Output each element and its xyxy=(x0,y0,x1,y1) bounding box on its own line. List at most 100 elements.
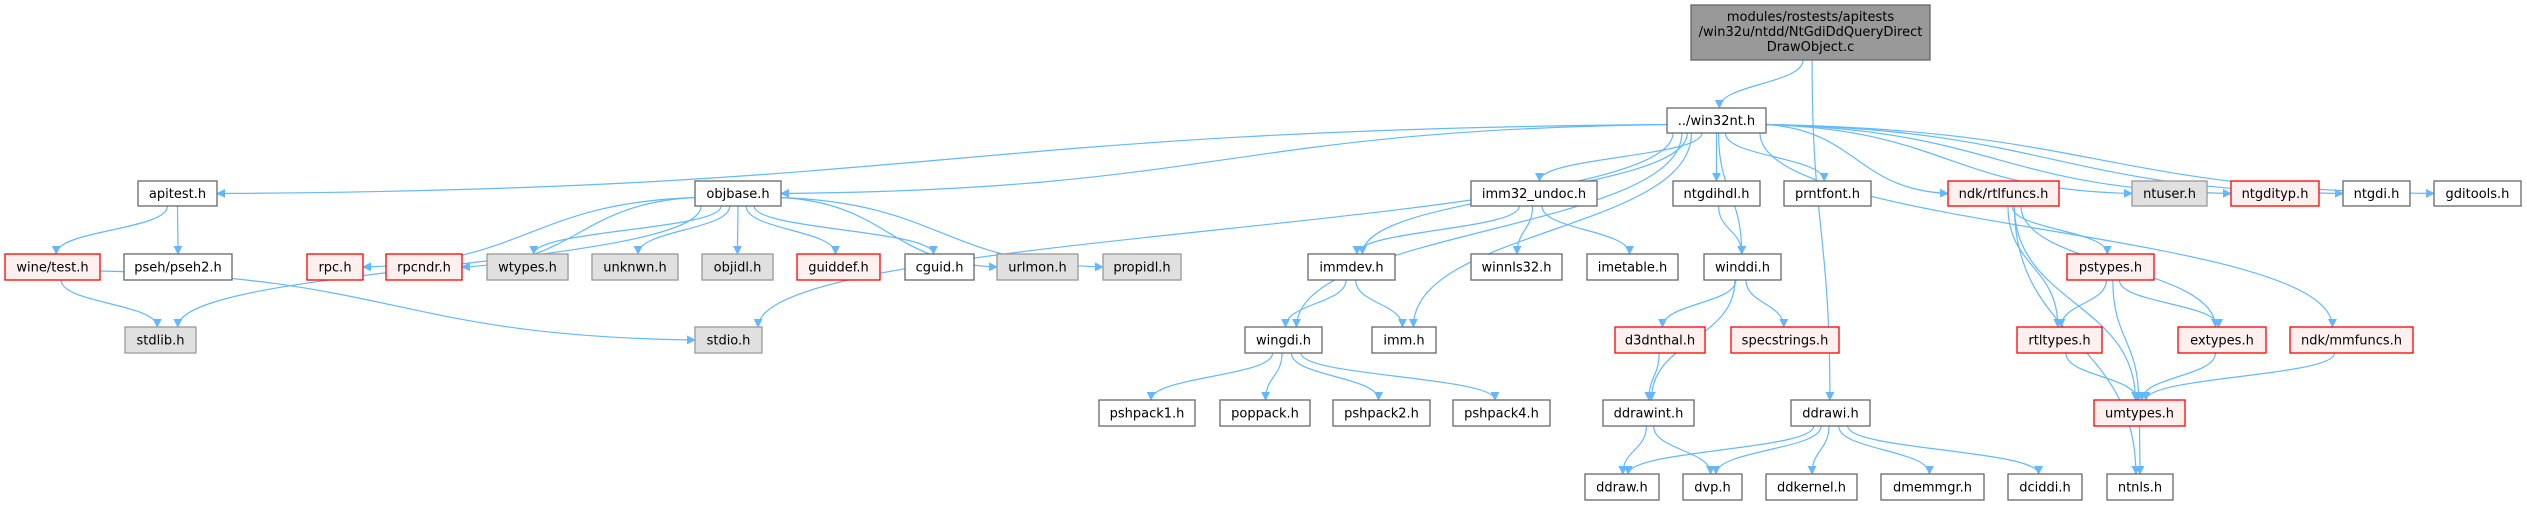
edge-win32nt-to-stdio xyxy=(753,132,1674,328)
node-box xyxy=(1666,107,1767,134)
node-label: rpcndr.h xyxy=(397,261,451,276)
node-rpcndr[interactable]: rpcndr.h xyxy=(385,253,463,281)
node-label: prntfont.h xyxy=(1795,187,1860,202)
node-unknwn[interactable]: unknwn.h xyxy=(591,253,679,281)
node-pshpack1[interactable]: pshpack1.h xyxy=(1098,399,1196,427)
node-box xyxy=(2289,326,2414,354)
node-label: objbase.h xyxy=(706,187,769,202)
node-label: pshpack1.h xyxy=(1110,407,1185,422)
node-specstrings[interactable]: specstrings.h xyxy=(1730,326,1840,354)
node-propidl[interactable]: propidl.h xyxy=(1102,253,1182,281)
edge-imm32_undoc-to-imetable xyxy=(1541,205,1635,255)
node-label: propidl.h xyxy=(1113,261,1170,276)
node-label: winnls32.h xyxy=(1481,261,1551,276)
node-immdev[interactable]: immdev.h xyxy=(1307,253,1396,281)
node-box xyxy=(1672,180,1761,207)
node-label: extypes.h xyxy=(2190,334,2254,349)
node-box xyxy=(1470,180,1598,207)
nodes: modules/rostests/apitests/win32u/ntdd/Nt… xyxy=(4,4,2522,501)
node-box xyxy=(2131,180,2208,207)
node-poppack[interactable]: poppack.h xyxy=(1219,399,1311,427)
node-root[interactable]: modules/rostests/apitests/win32u/ntdd/Nt… xyxy=(1690,4,1931,61)
node-box xyxy=(1703,253,1782,281)
node-rtltypes[interactable]: rtltypes.h xyxy=(2016,326,2103,354)
node-cguid[interactable]: cguid.h xyxy=(904,253,975,281)
node-gditools[interactable]: gditools.h xyxy=(2433,180,2522,207)
node-dvp[interactable]: dvp.h xyxy=(1682,473,1743,501)
edge-pstypes-to-rtltypes xyxy=(2056,279,2108,328)
node-box xyxy=(1947,180,2060,207)
node-ntgdityp[interactable]: ntgdityp.h xyxy=(2230,180,2320,207)
edge-ddrawi-to-ddkernel xyxy=(1807,425,1830,475)
node-imetable[interactable]: imetable.h xyxy=(1586,253,1679,281)
node-box xyxy=(2230,180,2320,207)
node-urlmon[interactable]: urlmon.h xyxy=(996,253,1079,281)
edge-imm32_undoc-to-immdev xyxy=(1352,205,1520,255)
node-ddrawi[interactable]: ddrawi.h xyxy=(1790,399,1871,427)
node-wtypes[interactable]: wtypes.h xyxy=(486,253,569,281)
edge-ddrawint-to-ddraw xyxy=(1618,425,1647,475)
node-pstypes[interactable]: pstypes.h xyxy=(2066,253,2155,281)
node-win32nt[interactable]: ../win32nt.h xyxy=(1666,107,1767,134)
node-guiddef[interactable]: guiddef.h xyxy=(796,253,881,281)
root-title-line: DrawObject.c xyxy=(1767,40,1855,55)
node-box xyxy=(1452,399,1551,427)
node-ntgdi[interactable]: ntgdi.h xyxy=(2342,180,2411,207)
node-ddrawint[interactable]: ddrawint.h xyxy=(1602,399,1695,427)
node-umtypes[interactable]: umtypes.h xyxy=(2093,399,2186,427)
node-box xyxy=(1783,180,1872,207)
node-objbase[interactable]: objbase.h xyxy=(694,180,782,207)
node-ntuser[interactable]: ntuser.h xyxy=(2131,180,2208,207)
node-box xyxy=(1682,473,1743,501)
node-box xyxy=(123,253,233,281)
edge-winetest-to-stdlib xyxy=(60,279,162,328)
node-imm32_undoc[interactable]: imm32_undoc.h xyxy=(1470,180,1598,207)
node-winddi[interactable]: winddi.h xyxy=(1703,253,1782,281)
node-objidl[interactable]: objidl.h xyxy=(701,253,774,281)
node-box xyxy=(2177,326,2267,354)
node-label: poppack.h xyxy=(1231,407,1299,422)
node-label: ddrawint.h xyxy=(1614,407,1684,422)
node-box xyxy=(1584,473,1660,501)
node-extypes[interactable]: extypes.h xyxy=(2177,326,2267,354)
node-wingdi[interactable]: wingdi.h xyxy=(1244,326,1323,354)
node-winnls32[interactable]: winnls32.h xyxy=(1470,253,1563,281)
node-ntgdihdl[interactable]: ntgdihdl.h xyxy=(1672,180,1761,207)
edge-win32nt-to-objbase xyxy=(780,123,1668,198)
node-label: dvp.h xyxy=(1694,481,1731,496)
node-stdlib[interactable]: stdlib.h xyxy=(124,326,197,354)
node-pseh2[interactable]: pseh/pseh2.h xyxy=(123,253,233,281)
node-label: guiddef.h xyxy=(808,261,869,276)
node-box xyxy=(1602,399,1695,427)
node-winetest[interactable]: wine/test.h xyxy=(4,253,101,281)
edge-wingdi-to-poppack xyxy=(1261,352,1283,401)
edge-wingdi-to-pshpack4 xyxy=(1300,352,1500,401)
node-d3dnthal[interactable]: d3dnthal.h xyxy=(1614,326,1706,354)
edge-winddi-to-d3dnthal xyxy=(1657,279,1737,328)
node-imm[interactable]: imm.h xyxy=(1371,326,1437,354)
node-label: pshpack4.h xyxy=(1464,407,1539,422)
node-box xyxy=(124,326,197,354)
node-dmemmgr[interactable]: dmemmgr.h xyxy=(1880,473,1985,501)
node-label: dmemmgr.h xyxy=(1893,481,1972,496)
node-box xyxy=(2007,473,2083,501)
node-ntnls[interactable]: ntnls.h xyxy=(2106,473,2174,501)
edge-win32nt-to-rtlfuncs xyxy=(1765,123,1949,198)
node-apitest[interactable]: apitest.h xyxy=(137,180,218,207)
edge-rtltypes-to-umtypes xyxy=(2065,352,2142,401)
node-prntfont[interactable]: prntfont.h xyxy=(1783,180,1872,207)
node-ddraw[interactable]: ddraw.h xyxy=(1584,473,1660,501)
node-dciddi[interactable]: dciddi.h xyxy=(2007,473,2083,501)
node-stdio[interactable]: stdio.h xyxy=(694,326,763,354)
edge-mmfuncs-to-umtypes xyxy=(2141,352,2336,401)
node-rpc[interactable]: rpc.h xyxy=(306,253,364,281)
node-pshpack4[interactable]: pshpack4.h xyxy=(1452,399,1551,427)
node-box xyxy=(1371,326,1437,354)
node-mmfuncs[interactable]: ndk/mmfuncs.h xyxy=(2289,326,2414,354)
node-ddkernel[interactable]: ddkernel.h xyxy=(1765,473,1858,501)
node-label: ndk/mmfuncs.h xyxy=(2301,334,2402,349)
node-pshpack2[interactable]: pshpack2.h xyxy=(1332,399,1431,427)
node-rtlfuncs[interactable]: ndk/rtlfuncs.h xyxy=(1947,180,2060,207)
node-box xyxy=(137,180,218,207)
edge-pstypes-to-extypes xyxy=(2118,279,2224,328)
